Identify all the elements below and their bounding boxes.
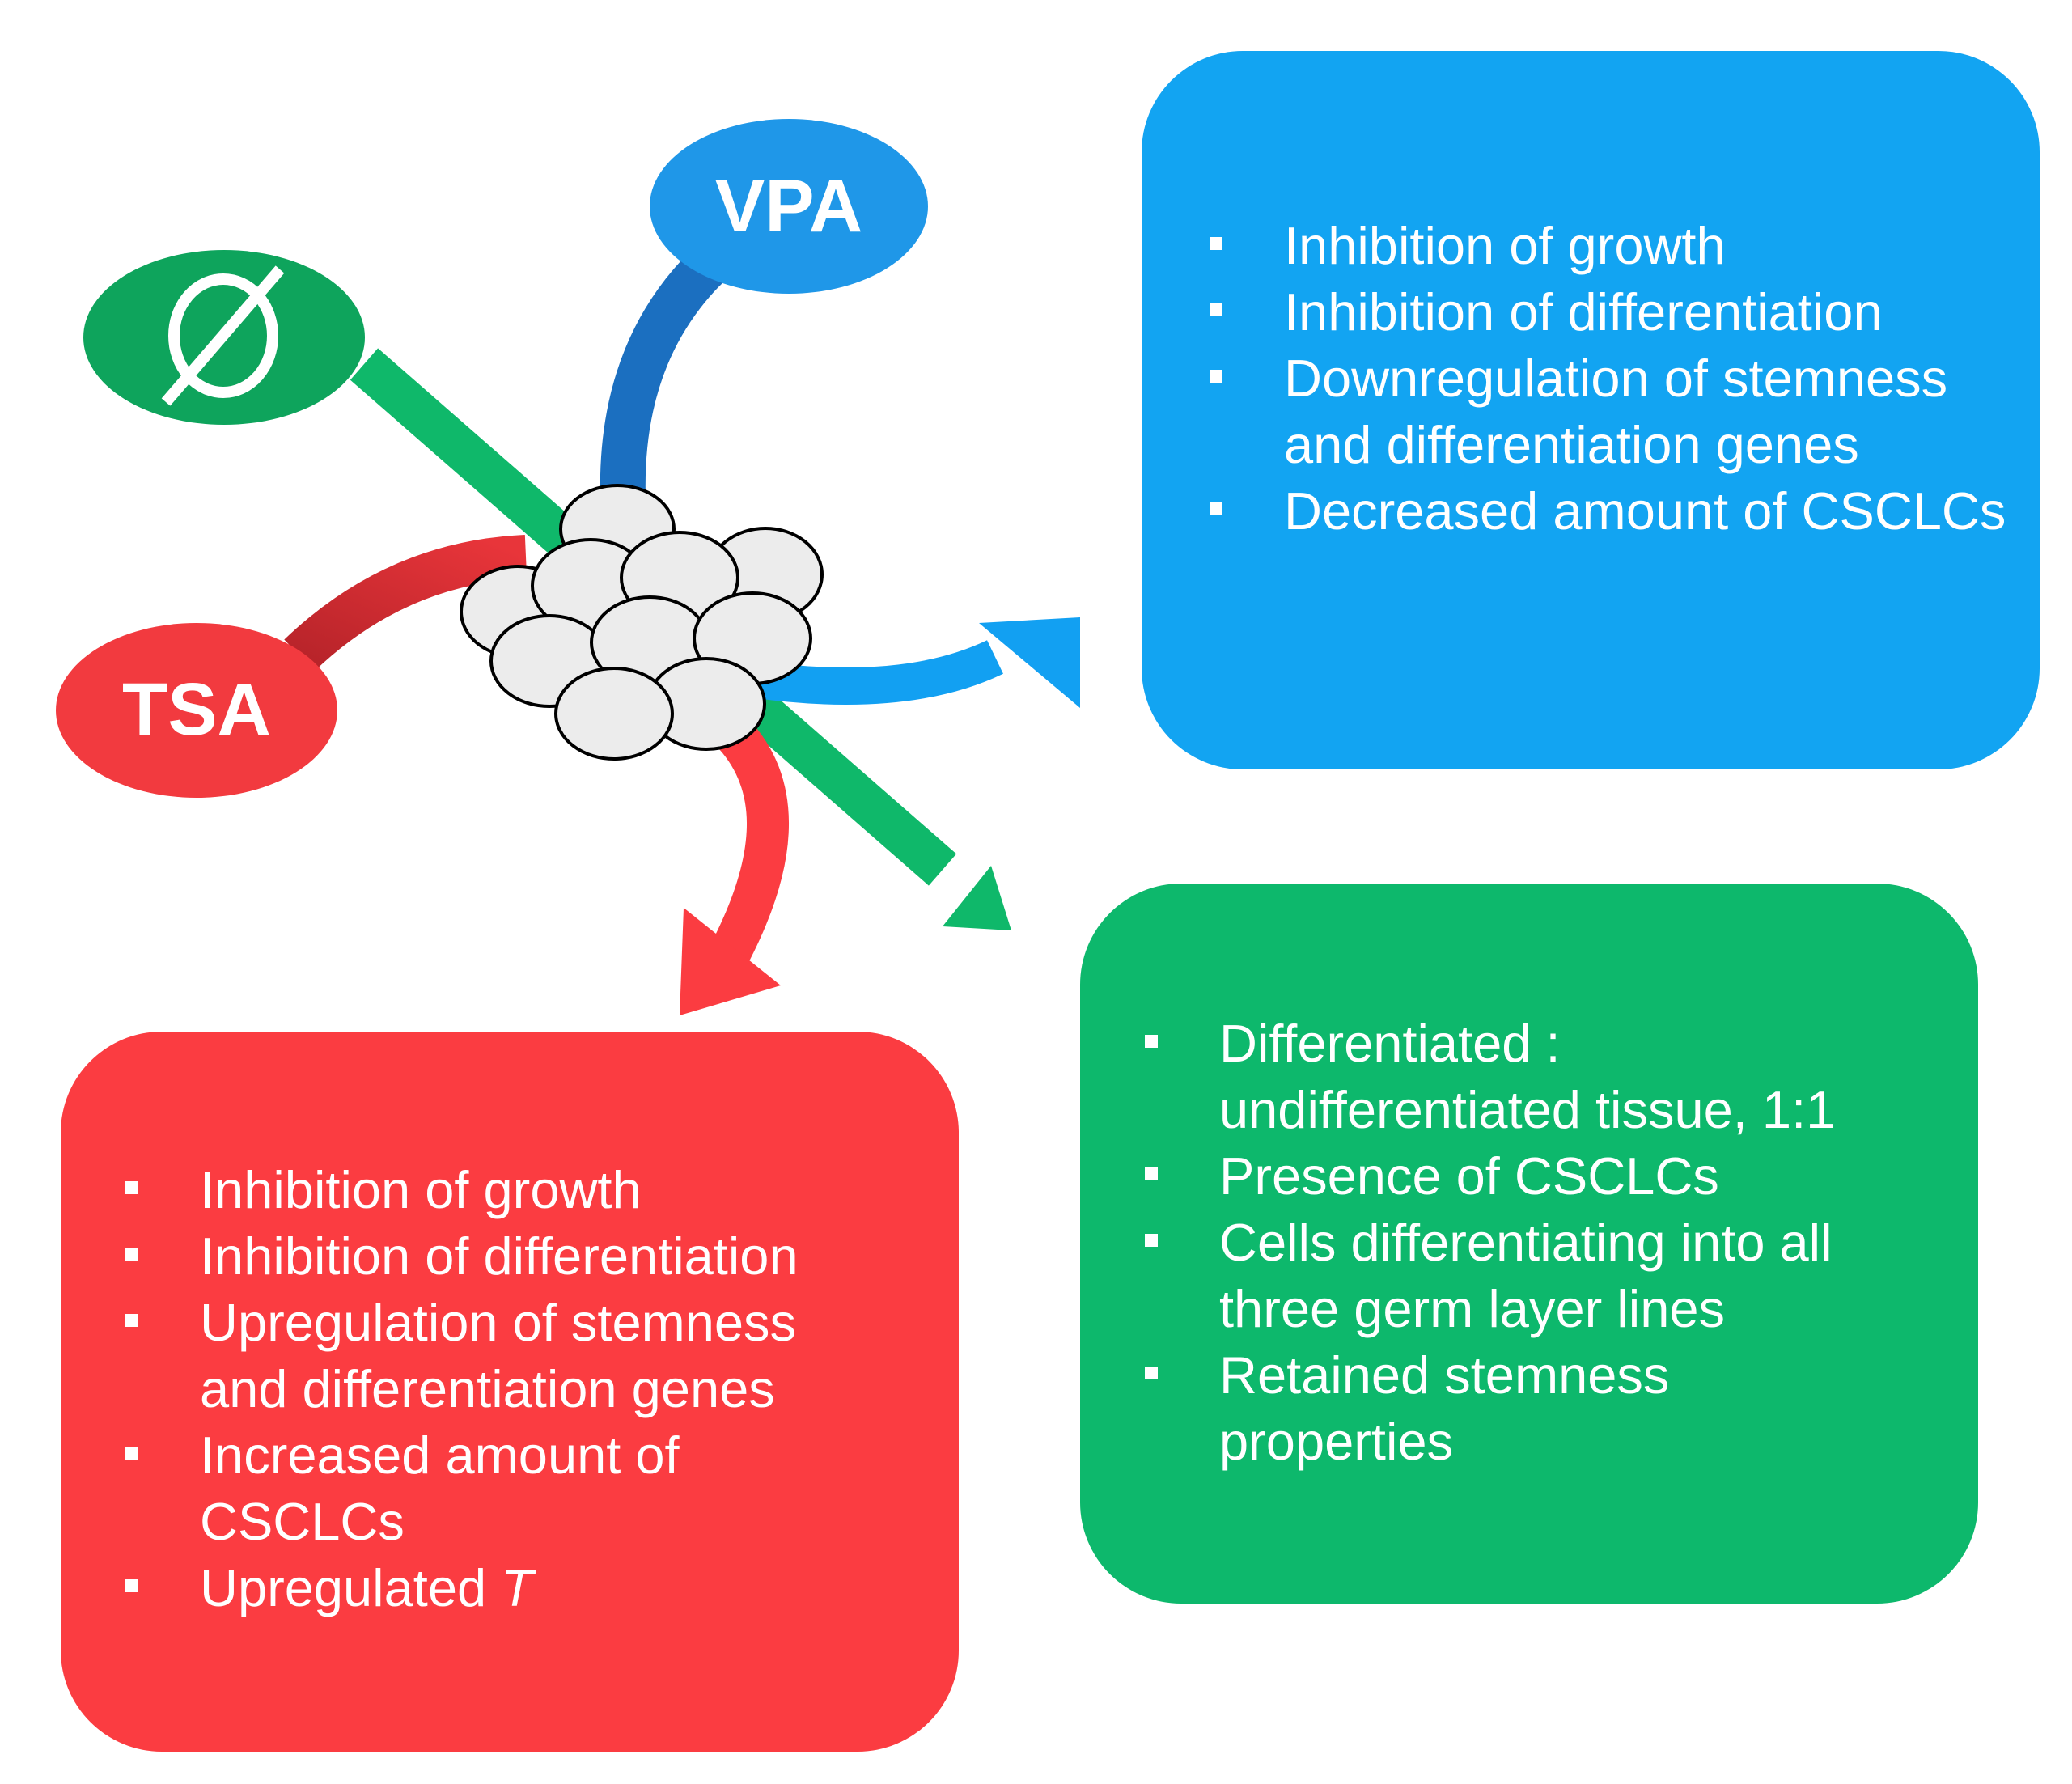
bullet-icon bbox=[1210, 502, 1222, 515]
bullet-icon bbox=[1145, 1035, 1158, 1048]
list-item: Inhibition of differentiation bbox=[1210, 279, 2019, 345]
bullet-icon bbox=[1145, 1167, 1158, 1180]
vpa-outcome-arrowhead bbox=[979, 617, 1080, 708]
bullet-icon bbox=[1210, 370, 1222, 383]
list-item: Presence of CSCLCs bbox=[1145, 1143, 1897, 1210]
tsa-label: TSA bbox=[122, 668, 271, 751]
list-item: Downregulation of stemness and different… bbox=[1210, 345, 2019, 478]
bullet-icon bbox=[1210, 237, 1222, 250]
bullet-icon bbox=[125, 1181, 138, 1194]
list-item: Cells differentiating into all three ger… bbox=[1145, 1210, 1897, 1342]
vpa-effects-box: Inhibition of growth Inhibition of diffe… bbox=[1142, 51, 2040, 769]
gene-name: T bbox=[501, 1558, 533, 1617]
vpa-label: VPA bbox=[714, 165, 863, 248]
bullet-icon bbox=[1145, 1234, 1158, 1247]
bullet-icon bbox=[1210, 303, 1222, 316]
bullet-icon bbox=[1145, 1367, 1158, 1379]
vpa-node bbox=[650, 119, 928, 294]
control-effects-list: Differentiated : undifferentiated tissue… bbox=[1145, 1011, 1897, 1475]
empty-set-icon bbox=[161, 265, 285, 406]
vpa-connector bbox=[600, 233, 739, 498]
vpa-effects-list: Inhibition of growth Inhibition of diffe… bbox=[1210, 213, 2019, 545]
cell-cluster bbox=[460, 484, 824, 761]
list-item: Upregulation of stemness and differentia… bbox=[125, 1290, 854, 1422]
list-item: Retained stemness properties bbox=[1145, 1342, 1897, 1475]
list-item: Upregulated T bbox=[125, 1555, 854, 1621]
tsa-connector bbox=[284, 535, 528, 672]
tsa-effects-list: Inhibition of growth Inhibition of diffe… bbox=[125, 1157, 854, 1621]
list-item: Inhibition of differentiation bbox=[125, 1223, 854, 1290]
list-item: Decreased amount of CSCLCs bbox=[1210, 478, 2019, 545]
list-item: Inhibition of growth bbox=[1210, 213, 2019, 279]
tsa-effects-box: Inhibition of growth Inhibition of diffe… bbox=[61, 1032, 959, 1752]
bullet-icon bbox=[125, 1579, 138, 1592]
bullet-icon bbox=[125, 1314, 138, 1327]
tsa-outcome-arrow bbox=[701, 718, 789, 981]
control-effects-box: Differentiated : undifferentiated tissue… bbox=[1080, 884, 1978, 1604]
bullet-icon bbox=[125, 1447, 138, 1460]
list-item: Inhibition of growth bbox=[125, 1157, 854, 1223]
bullet-icon bbox=[125, 1248, 138, 1261]
cell bbox=[554, 667, 674, 761]
tsa-node bbox=[56, 623, 337, 798]
vpa-outcome-arrow bbox=[753, 640, 1003, 705]
tsa-outcome-arrowhead bbox=[680, 908, 781, 1015]
list-item: Increased amount of CSCLCs bbox=[125, 1422, 854, 1555]
control-arrowhead bbox=[943, 866, 1011, 930]
list-item: Differentiated : undifferentiated tissue… bbox=[1145, 1011, 1897, 1143]
